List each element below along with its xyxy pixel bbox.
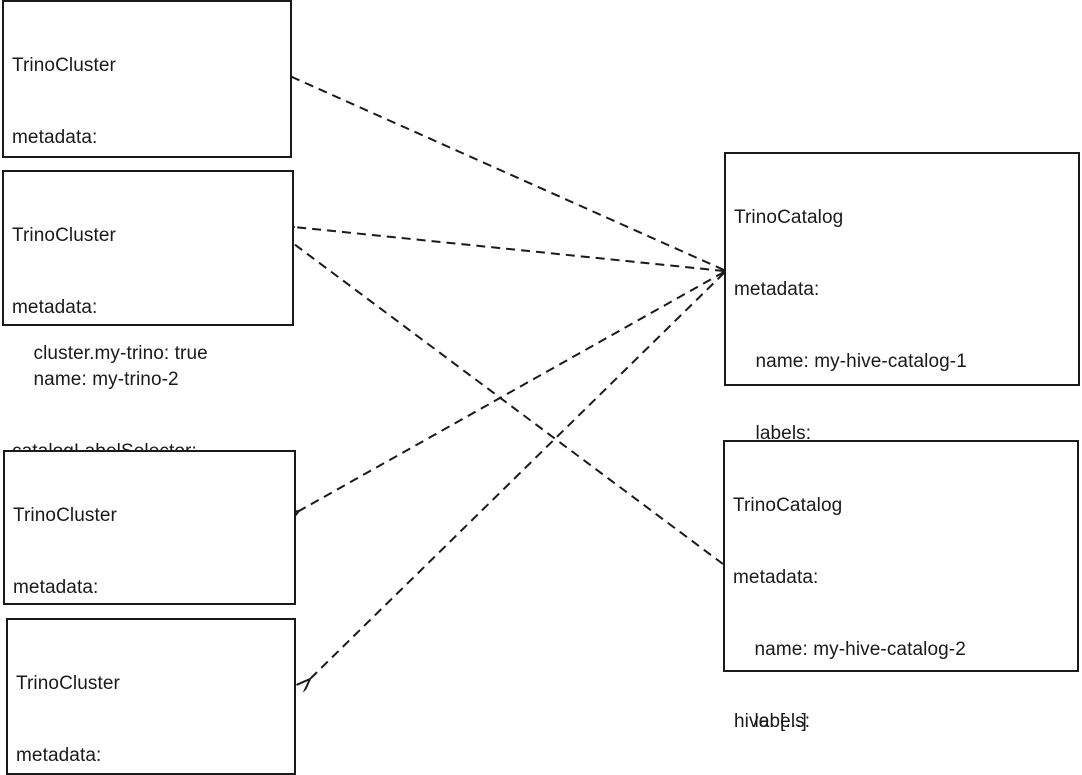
node-line: hive: [...] (734, 711, 807, 732)
node-line: TrinoCluster (16, 673, 120, 694)
node-line: metadata: (733, 567, 819, 588)
node-trinocluster-my-trino-blue[interactable]: TrinoCluster metadata: name: my-trino-bl… (3, 450, 296, 742)
node-line: metadata: (734, 279, 820, 300)
node-trinocluster-my-trino-green[interactable]: TrinoCluster metadata: name: my-trino-gr… (6, 618, 296, 775)
node-line: labels: (734, 423, 812, 444)
node-line: metadata: (12, 127, 98, 148)
edge-edge-cat2-to-my-trino-2 (290, 241, 724, 565)
node-line: TrinoCluster (12, 225, 116, 246)
node-line: cluster.my-trino: true (12, 343, 208, 364)
node-line: name: my-hive-catalog-2 (733, 639, 966, 660)
node-trinocluster-my-trino-2[interactable]: TrinoCluster metadata: name: my-trino-2 … (2, 170, 294, 534)
node-line: name: my-trino-2 (12, 369, 179, 390)
node-trinocatalog-my-hive-catalog-1[interactable]: TrinoCatalog metadata: name: my-hive-cat… (724, 152, 1080, 732)
edge-edge-cat1-to-my-trino-2 (294, 227, 725, 272)
node-line: metadata: (12, 297, 98, 318)
node-trinocatalog-my-hive-catalog-2[interactable]: TrinoCatalog metadata: name: my-hive-cat… (723, 440, 1079, 732)
node-line: TrinoCluster (13, 505, 117, 526)
node-line: name: my-hive-catalog-1 (734, 351, 967, 372)
edge-edge-cat1-to-my-trino (292, 77, 725, 271)
node-line: TrinoCluster (12, 55, 116, 76)
node-trinocluster-my-trino[interactable]: TrinoCluster metadata: name: my-trino ca… (2, 0, 292, 364)
node-body-text: TrinoCluster metadata: name: my-trino-gr… (16, 624, 290, 775)
node-line: TrinoCatalog (733, 495, 843, 516)
node-line: labels: (733, 711, 811, 732)
node-line: metadata: (13, 577, 99, 598)
edge-edge-cat1-to-my-trino-blue (299, 271, 725, 511)
node-body-text: TrinoCatalog metadata: name: my-hive-cat… (733, 446, 1073, 775)
edge-edge-cat1-to-my-trino-green (310, 272, 725, 679)
node-line: metadata: (16, 745, 102, 766)
node-line: TrinoCatalog (734, 207, 844, 228)
